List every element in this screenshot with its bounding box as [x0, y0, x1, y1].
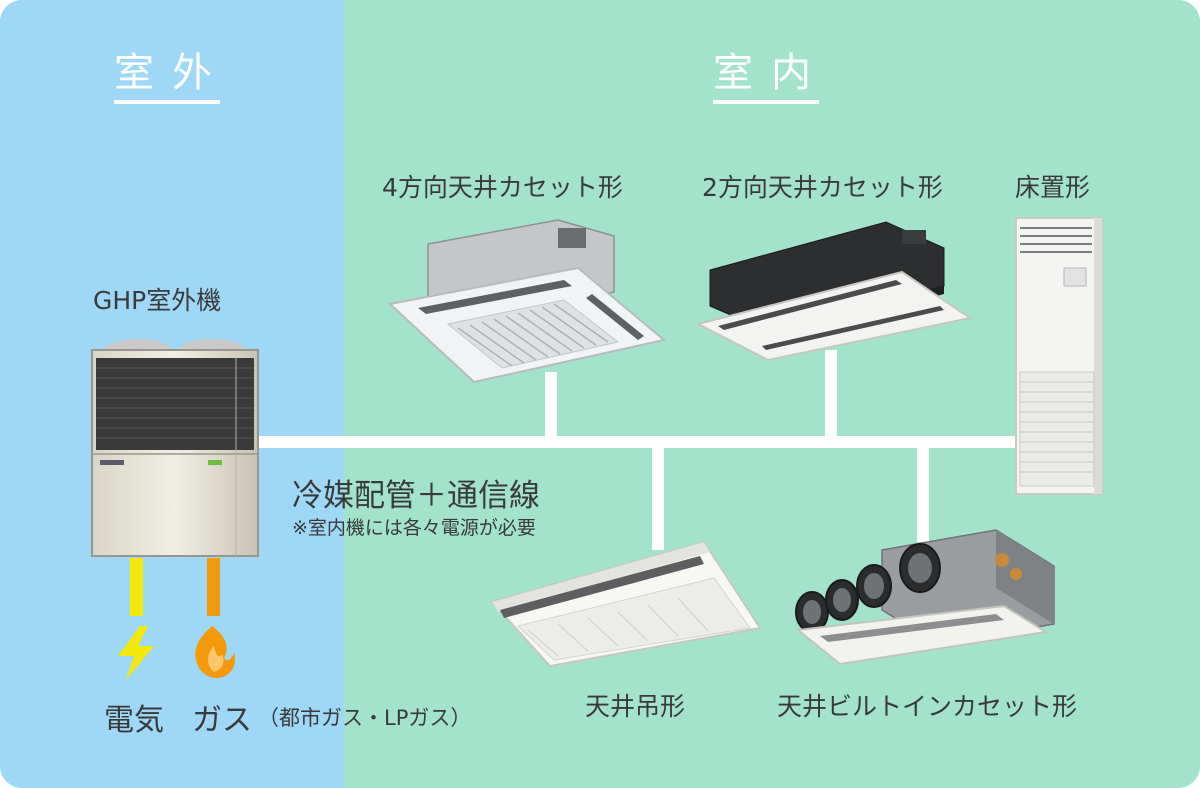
ceiling-suspended-label: 天井吊形 — [585, 692, 686, 721]
ceiling-builtin-label: 天井ビルトインカセット形 — [777, 692, 1078, 721]
main-pipe — [258, 436, 1028, 448]
gas-line — [207, 558, 220, 616]
outdoor-heading-underline — [114, 100, 220, 104]
ceiling-builtin-image — [795, 529, 1055, 666]
outdoor-unit-label: GHP室外機 — [93, 286, 222, 315]
piping-note: ※室内機には各々電源が必要 — [292, 517, 536, 539]
electricity-label: 電気 — [104, 703, 164, 738]
flame-icon — [195, 626, 236, 678]
branch-pipe-cassette-4way — [545, 372, 557, 442]
outdoor-unit-image — [91, 339, 259, 557]
cassette-4way-label: 4方向天井カセット形 — [382, 173, 623, 202]
indoor-heading: 室内 — [713, 50, 829, 96]
branch-pipe-ceiling-builtin — [917, 442, 929, 542]
branch-pipe-cassette-2way — [825, 350, 837, 442]
cassette-2way-image — [696, 221, 972, 362]
lightning-icon — [118, 626, 154, 680]
gas-label: ガス — [192, 703, 252, 738]
piping-label: 冷媒配管＋通信線 — [292, 478, 540, 514]
cassette-2way-label: 2方向天井カセット形 — [702, 173, 943, 202]
outdoor-heading: 室外 — [114, 50, 230, 96]
cassette-4way-image — [388, 219, 666, 384]
electric-line — [130, 558, 143, 616]
indoor-heading-underline — [713, 100, 819, 104]
gas-note: （都市ガス・LPガス） — [258, 706, 472, 730]
floor-unit-label: 床置形 — [1015, 173, 1091, 202]
branch-pipe-ceiling-suspended — [652, 442, 664, 550]
ceiling-suspended-image — [490, 540, 762, 668]
floor-unit-image — [1015, 217, 1103, 495]
